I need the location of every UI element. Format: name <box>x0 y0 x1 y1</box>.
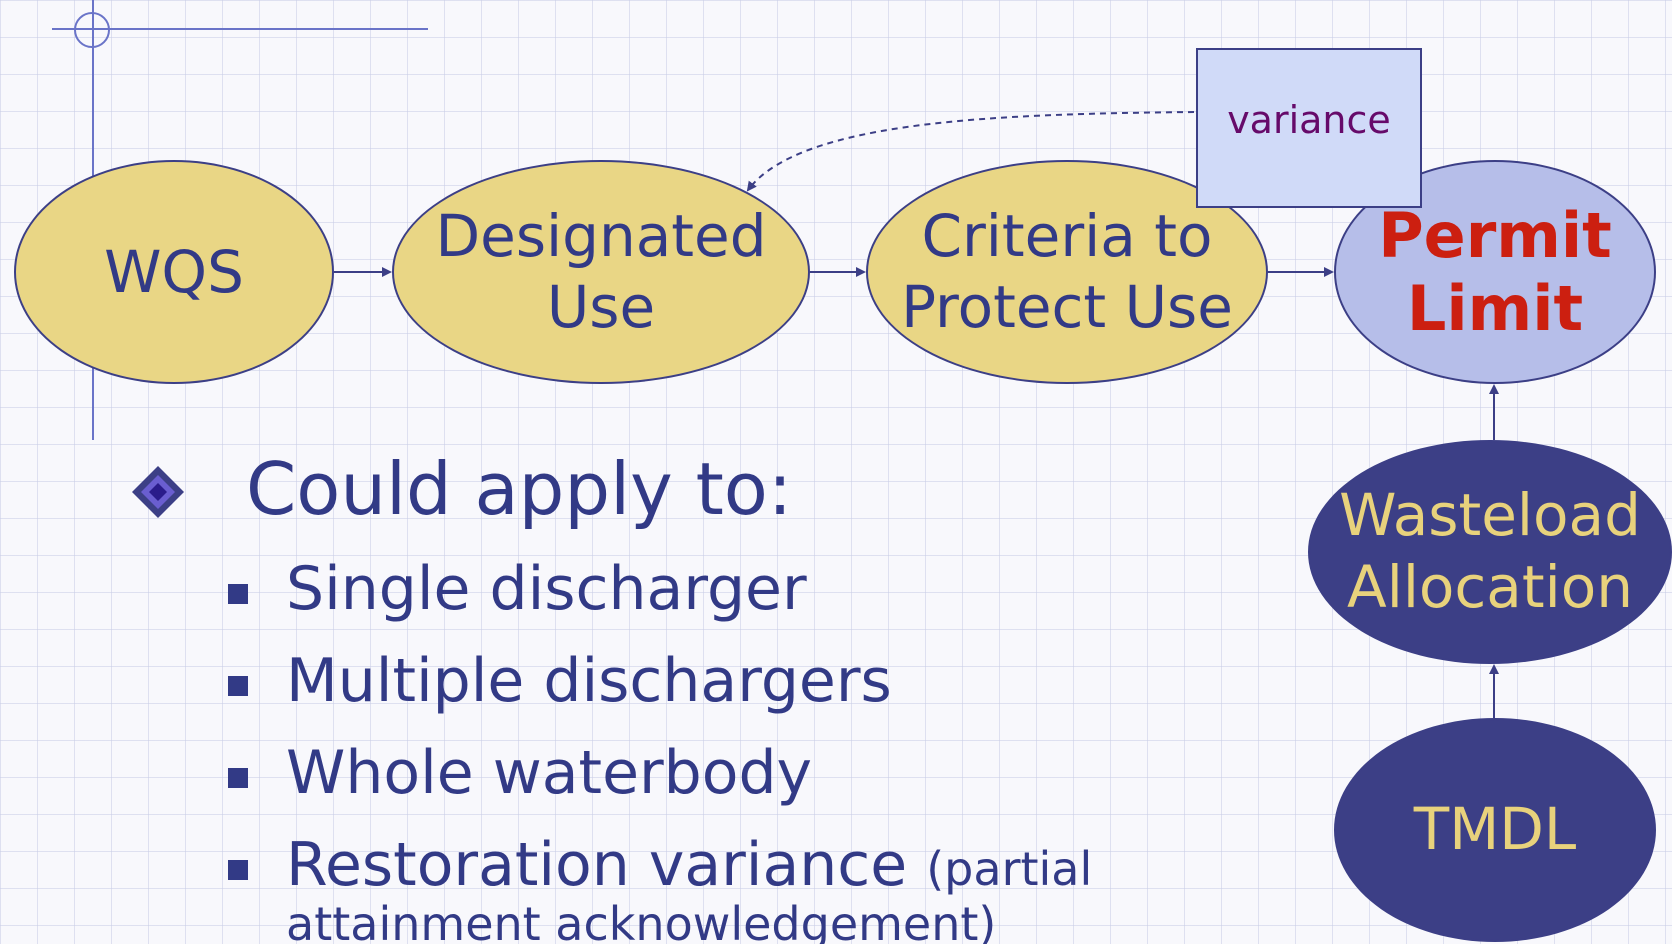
node-permit-limit-label: Permit Limit <box>1378 198 1612 345</box>
node-wasteload-allocation: Wasteload Allocation <box>1308 440 1672 664</box>
decorative-horizontal-line <box>52 28 428 30</box>
node-tmdl: TMDL <box>1334 718 1656 942</box>
list-item-text: Multiple dischargers <box>286 646 892 716</box>
main-bullet: Could apply to: <box>128 448 1128 530</box>
decorative-circle-icon <box>74 12 110 48</box>
list-item-text: Whole waterbody <box>286 738 813 808</box>
restoration-variance-text: Restoration variance <box>286 830 908 900</box>
node-wasteload-label: Wasteload Allocation <box>1339 481 1641 621</box>
node-wqs-label: WQS <box>104 237 244 306</box>
square-icon <box>228 860 248 880</box>
bullet-list: Could apply to: Single discharger Multip… <box>128 448 1128 944</box>
list-item-text: Restoration variance (partial <box>286 828 1092 906</box>
variance-box: variance <box>1196 48 1422 208</box>
square-icon <box>228 676 248 696</box>
square-icon <box>228 584 248 604</box>
restoration-note: (partial <box>926 842 1093 896</box>
restoration-note-continued: attainment acknowledgement) <box>286 897 997 944</box>
node-wqs: WQS <box>14 160 334 384</box>
node-tmdl-label: TMDL <box>1413 795 1577 864</box>
node-designated-use-label: Designated Use <box>435 202 767 341</box>
variance-label: variance <box>1227 98 1391 142</box>
main-bullet-text: Could apply to: <box>246 448 793 531</box>
node-criteria-label: Criteria to Protect Use <box>901 202 1233 341</box>
list-item-text: Single discharger <box>286 554 807 624</box>
square-icon <box>228 768 248 788</box>
node-designated-use: Designated Use <box>392 160 810 384</box>
diamond-icon <box>132 466 184 518</box>
